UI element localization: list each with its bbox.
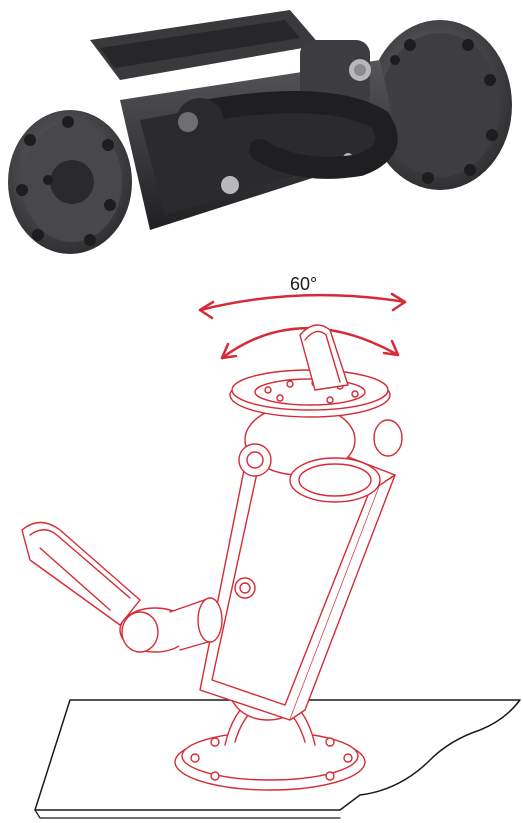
mount-photo <box>8 10 512 254</box>
mount-line-drawing <box>21 292 521 819</box>
rotation-angle-label: 60° <box>290 274 318 294</box>
rotation-arrows <box>198 292 407 360</box>
right-base-plate <box>368 20 512 190</box>
left-base-plate <box>8 110 132 254</box>
tightening-handle <box>176 91 398 179</box>
mount-outline <box>21 324 403 791</box>
